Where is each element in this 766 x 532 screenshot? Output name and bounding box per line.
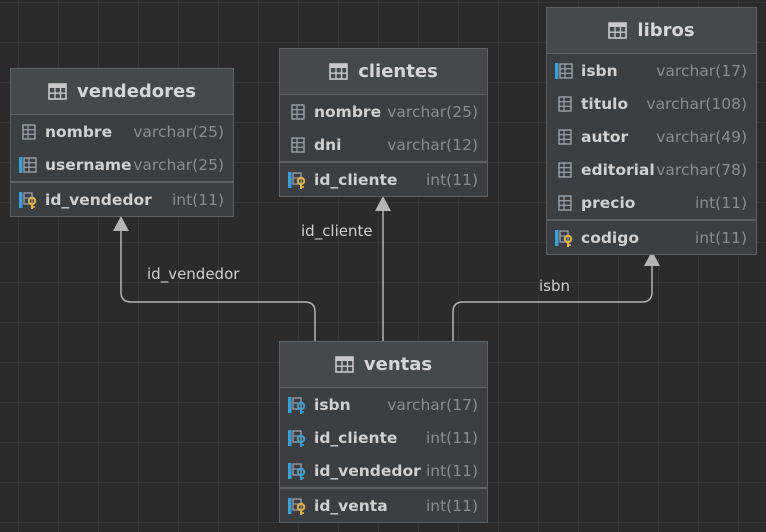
- column-icon: [554, 128, 575, 146]
- column-type: varchar(108): [646, 94, 747, 113]
- column-row-ventas-id-cliente[interactable]: id_cliente int(11): [280, 421, 487, 454]
- column-row-libros-isbn[interactable]: isbn varchar(17): [547, 54, 756, 87]
- column-icon: [287, 136, 308, 154]
- edge-ventas-libros: [452, 263, 653, 341]
- table-header[interactable]: vendedores: [11, 69, 233, 115]
- column-type: varchar(25): [133, 155, 224, 174]
- column-row-ventas-isbn[interactable]: isbn varchar(17): [280, 388, 487, 421]
- column-name: titulo: [581, 94, 629, 113]
- column-name: isbn: [314, 395, 351, 414]
- table-name: libros: [637, 20, 695, 41]
- column-type: int(11): [171, 190, 224, 209]
- relation-label-id-vendedor: id_vendedor: [147, 265, 240, 283]
- column-name: codigo: [581, 228, 639, 247]
- column-type: varchar(25): [387, 102, 478, 121]
- table-name: clientes: [358, 61, 438, 82]
- column-name: editorial: [581, 160, 655, 179]
- column-icon: [287, 103, 308, 121]
- column-type: int(11): [694, 228, 747, 247]
- column-type: varchar(17): [387, 395, 478, 414]
- table-header[interactable]: libros: [547, 8, 756, 54]
- column-row-vendedores-nombre[interactable]: nombre varchar(25): [11, 115, 233, 148]
- column-name: username: [45, 155, 132, 174]
- foreign-key-icon: [287, 462, 308, 480]
- column-row-clientes-id-cliente[interactable]: id_cliente int(11): [280, 163, 487, 196]
- table-clientes[interactable]: clientes nombre varchar(25) dni varchar(12) i…: [279, 48, 488, 197]
- column-type: varchar(49): [656, 127, 747, 146]
- column-icon: [554, 161, 575, 179]
- primary-key-icon: [18, 191, 39, 209]
- table-icon: [329, 63, 349, 80]
- column-row-clientes-nombre[interactable]: nombre varchar(25): [280, 95, 487, 128]
- keys-section: id_cliente int(11): [280, 161, 487, 196]
- columns-section: isbn varchar(17) titulo varchar(108) autor va…: [547, 54, 756, 219]
- column-type: int(11): [425, 461, 478, 480]
- column-type: int(11): [425, 496, 478, 515]
- column-name: isbn: [581, 61, 618, 80]
- column-name: id_venta: [314, 496, 388, 515]
- primary-key-icon: [287, 171, 308, 189]
- column-icon: [554, 194, 575, 212]
- table-header[interactable]: ventas: [280, 342, 487, 388]
- unique-column-icon: [554, 62, 575, 80]
- column-type: int(11): [425, 428, 478, 447]
- arrow-to-clientes: [375, 196, 391, 211]
- keys-section: codigo int(11): [547, 219, 756, 254]
- column-type: varchar(78): [656, 160, 747, 179]
- column-type: varchar(25): [133, 122, 224, 141]
- column-row-clientes-dni[interactable]: dni varchar(12): [280, 128, 487, 161]
- column-row-libros-codigo[interactable]: codigo int(11): [547, 221, 756, 254]
- column-type: varchar(17): [656, 61, 747, 80]
- keys-section: id_venta int(11): [280, 487, 487, 522]
- column-row-vendedores-id-vendedor[interactable]: id_vendedor int(11): [11, 183, 233, 216]
- column-row-libros-titulo[interactable]: titulo varchar(108): [547, 87, 756, 120]
- table-icon: [335, 356, 354, 373]
- column-icon: [18, 123, 39, 141]
- column-row-libros-precio[interactable]: precio int(11): [547, 186, 756, 219]
- table-name: ventas: [363, 354, 433, 375]
- relation-label-isbn: isbn: [539, 277, 571, 295]
- column-type: varchar(12): [387, 135, 478, 154]
- column-icon: [554, 95, 575, 113]
- edge-ventas-vendedores: [120, 228, 316, 341]
- unique-column-icon: [18, 156, 39, 174]
- column-name: id_cliente: [314, 428, 398, 447]
- columns-section: nombre varchar(25) dni varchar(12): [280, 95, 487, 161]
- table-header[interactable]: clientes: [280, 49, 487, 95]
- column-name: precio: [581, 193, 636, 212]
- foreign-key-icon: [287, 396, 308, 414]
- column-name: nombre: [314, 102, 382, 121]
- column-name: nombre: [45, 122, 113, 141]
- column-name: autor: [581, 127, 629, 146]
- primary-key-icon: [287, 497, 308, 515]
- column-row-libros-autor[interactable]: autor varchar(49): [547, 120, 756, 153]
- relation-label-id-cliente: id_cliente: [301, 222, 373, 240]
- keys-section: id_vendedor int(11): [11, 181, 233, 216]
- column-name: id_vendedor: [45, 190, 152, 209]
- arrow-to-libros: [644, 251, 660, 266]
- table-icon: [48, 83, 67, 100]
- arrow-to-vendedores: [113, 216, 129, 231]
- table-name: vendedores: [77, 81, 196, 102]
- column-name: dni: [314, 135, 342, 154]
- table-libros[interactable]: libros isbn varchar(17) titulo varchar(108) a…: [546, 7, 757, 255]
- primary-key-icon: [554, 229, 575, 247]
- table-icon: [608, 22, 628, 39]
- column-name: id_cliente: [314, 170, 398, 189]
- column-row-ventas-id-venta[interactable]: id_venta int(11): [280, 489, 487, 522]
- foreign-key-icon: [287, 429, 308, 447]
- column-type: int(11): [425, 170, 478, 189]
- column-type: int(11): [694, 193, 747, 212]
- column-name: id_vendedor: [314, 461, 421, 480]
